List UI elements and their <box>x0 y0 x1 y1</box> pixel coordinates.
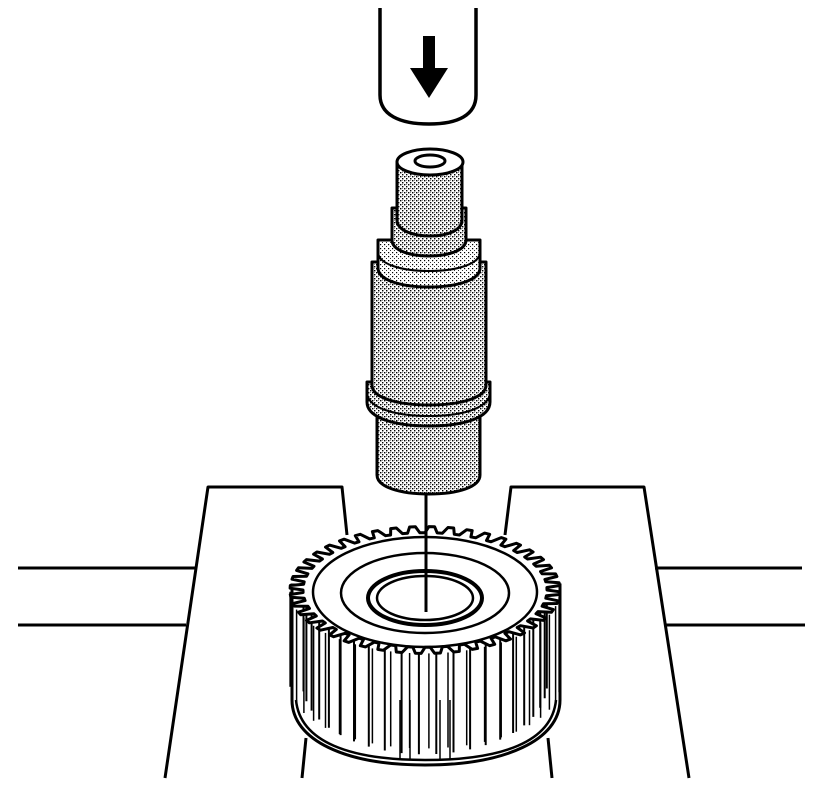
installer-tool <box>365 147 492 496</box>
arrow-down-icon <box>410 36 448 98</box>
press-fixture <box>18 485 805 779</box>
left-support-inner <box>300 737 308 779</box>
right-support-block <box>503 485 691 779</box>
tool-pilot-hole <box>413 153 447 169</box>
left-support-block <box>163 485 349 779</box>
tool-lower-barrel <box>375 408 482 496</box>
tool-pilot <box>395 160 464 238</box>
gear-hub-lower <box>399 700 451 760</box>
gear-teeth-side <box>289 591 560 755</box>
press-ram <box>378 8 478 126</box>
right-support-inner <box>546 737 554 779</box>
tool-main-body <box>370 260 488 407</box>
gear-bottom-profile <box>294 699 558 762</box>
gear <box>288 525 562 767</box>
